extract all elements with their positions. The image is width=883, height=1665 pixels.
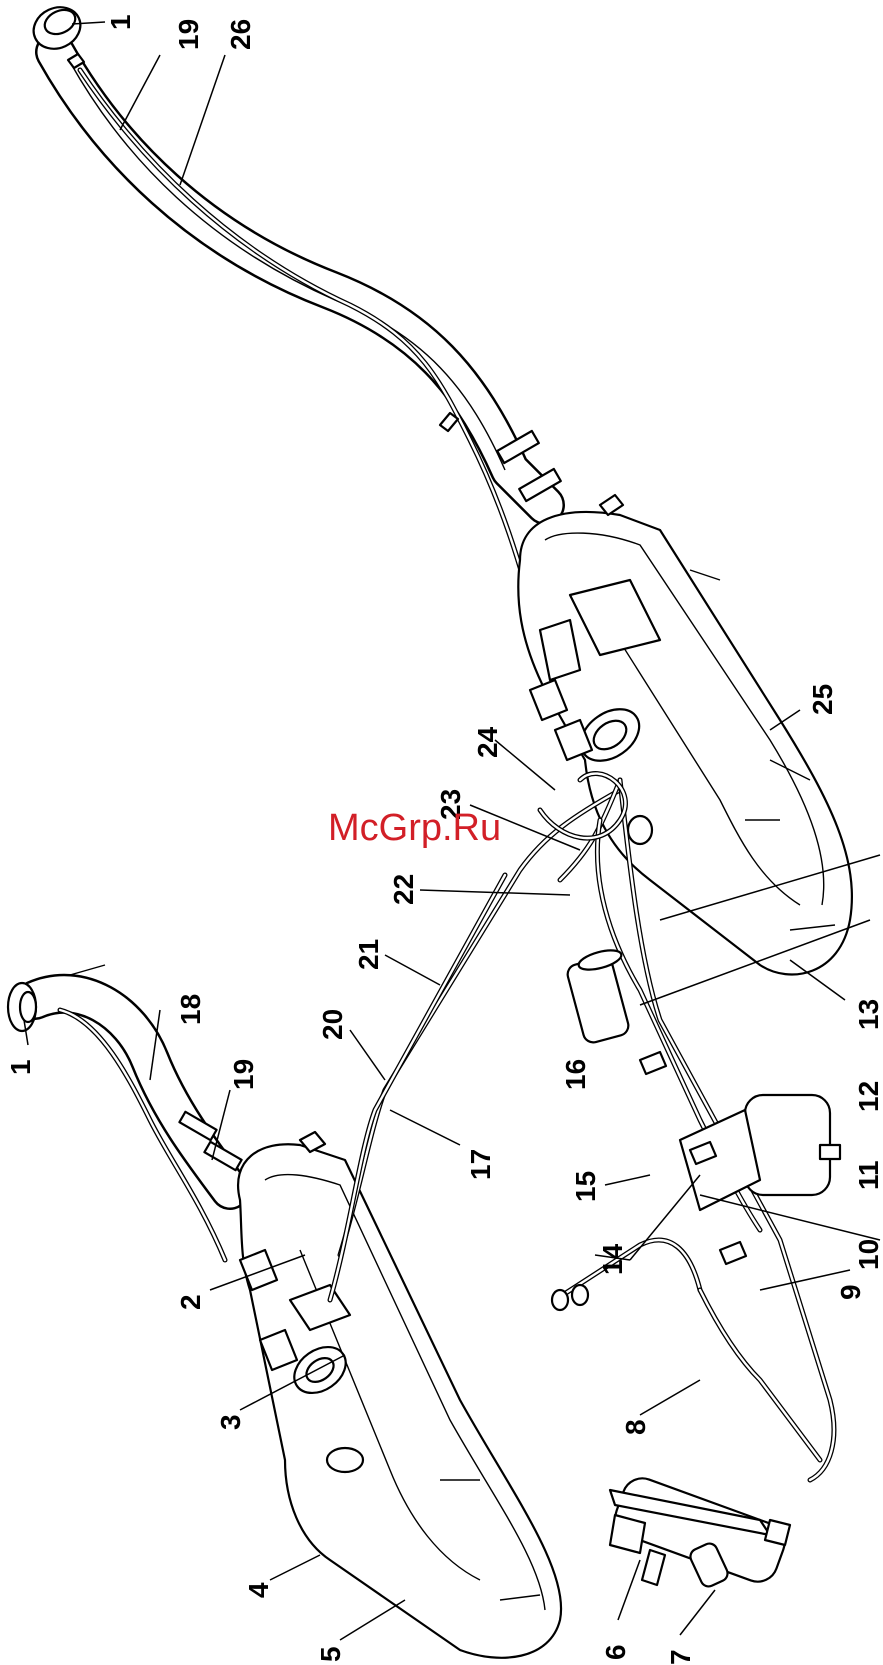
callout-9: 9	[835, 1284, 866, 1300]
callout-22: 22	[388, 874, 419, 905]
callout-11: 11	[853, 1160, 883, 1190]
watermark: McGrp.Ru	[328, 807, 501, 849]
lower-filler-neck	[35, 965, 242, 1260]
callout-18: 18	[175, 994, 206, 1025]
callout-19-lower: 19	[228, 1059, 259, 1090]
fuel-tank-left	[238, 1132, 561, 1658]
callout-1-lower: 1	[5, 1059, 36, 1075]
upper-filler-neck	[55, 52, 561, 640]
callout-16: 16	[560, 1059, 591, 1090]
callout-19-top: 19	[173, 19, 204, 50]
fuel-filter	[565, 947, 630, 1045]
callout-14: 14	[597, 1243, 628, 1275]
fuel-tank-right	[518, 495, 852, 975]
callout-8: 8	[620, 1419, 651, 1435]
callout-6: 6	[600, 1644, 631, 1660]
callout-13: 13	[853, 999, 883, 1030]
callout-24: 24	[472, 726, 503, 758]
callout-21: 21	[353, 939, 384, 970]
callout-17: 17	[465, 1149, 496, 1180]
callout-4: 4	[243, 1582, 274, 1598]
callout-5: 5	[315, 1646, 346, 1662]
pump-assembly	[610, 1473, 790, 1589]
callout-20: 20	[317, 1009, 348, 1040]
callout-7: 7	[665, 1649, 696, 1665]
callout-26: 26	[225, 19, 256, 50]
callout-2: 2	[175, 1294, 206, 1310]
fuel-cap-lower	[8, 983, 36, 1031]
callout-3: 3	[215, 1414, 246, 1430]
callout-10: 10	[853, 1239, 883, 1270]
callout-1-top: 1	[105, 14, 136, 30]
callout-12: 12	[853, 1081, 883, 1112]
callout-25: 25	[807, 684, 838, 715]
callout-15: 15	[570, 1171, 601, 1202]
